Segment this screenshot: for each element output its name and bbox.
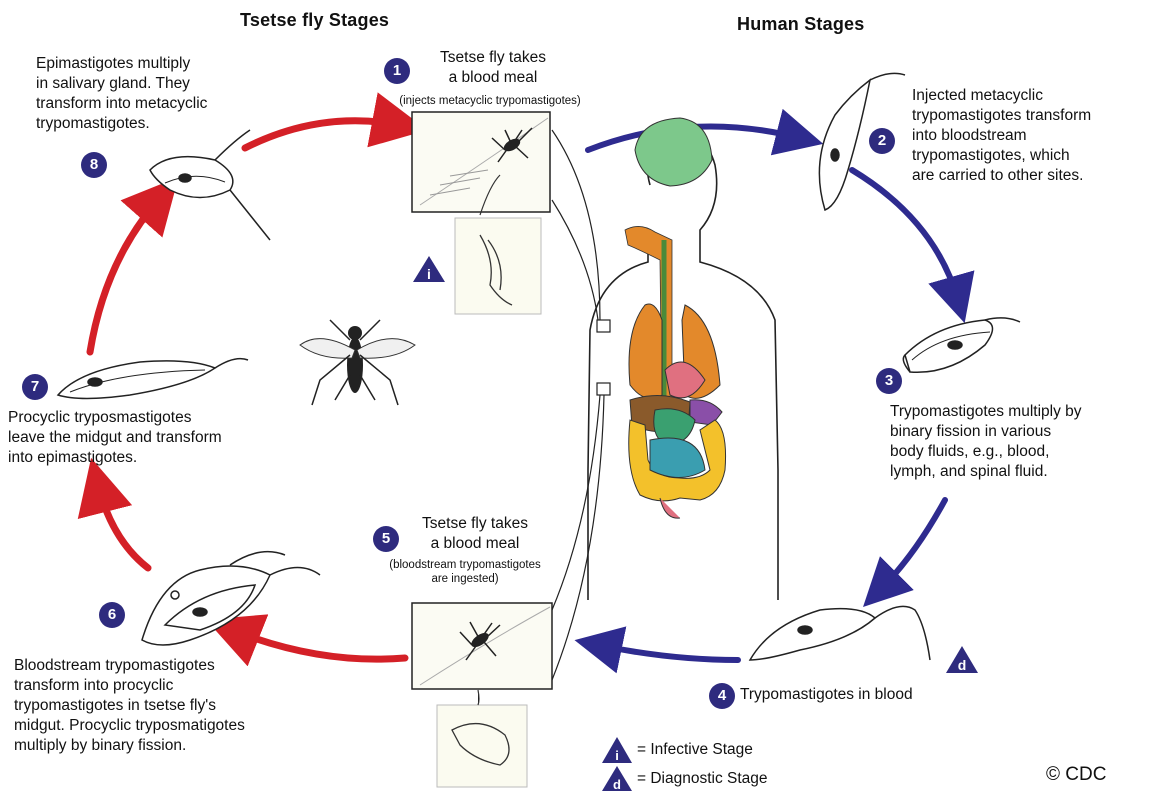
svg-text:i: i xyxy=(427,266,431,282)
diagnostic-stage-marker: d xyxy=(946,646,978,673)
stage-1-badge: 1 xyxy=(384,58,410,84)
fly-bite-inset-top xyxy=(412,112,550,314)
legend-diagnostic-label: = Diagnostic Stage xyxy=(637,769,768,789)
legend-diagnostic-icon: d xyxy=(602,766,632,791)
human-body-illustration xyxy=(588,118,778,600)
parasite-stage-7 xyxy=(58,359,248,399)
legend-infective-icon: i xyxy=(602,737,632,763)
stage-8-badge: 8 xyxy=(81,152,107,178)
arrow-5-to-6 xyxy=(232,630,405,659)
arrow-6-to-7 xyxy=(98,485,148,568)
parasite-stage-4 xyxy=(750,606,930,660)
stage-3-badge: 3 xyxy=(876,368,902,394)
connector-lines xyxy=(552,130,604,680)
tsetse-stages-header: Tsetse fly Stages xyxy=(240,10,389,31)
arrow-7-to-8 xyxy=(90,198,160,352)
tsetse-fly-illustration xyxy=(300,320,415,405)
legend-infective-label: = Infective Stage xyxy=(637,740,753,760)
stage-7-badge: 7 xyxy=(22,374,48,400)
stage-6-badge: 6 xyxy=(99,602,125,628)
stage-4-text: Trypomastigotes in blood xyxy=(740,685,980,705)
stage-1-note: (injects metacyclic trypomastigotes) xyxy=(350,94,630,108)
copyright-text: © CDC xyxy=(1046,764,1106,786)
parasite-stage-3 xyxy=(903,318,1020,372)
arrow-2-to-3 xyxy=(852,170,958,300)
stage-5-badge: 5 xyxy=(373,526,399,552)
stage-4-badge: 4 xyxy=(709,683,735,709)
stage-2-badge: 2 xyxy=(869,128,895,154)
infective-stage-marker: i xyxy=(413,256,445,282)
svg-text:d: d xyxy=(958,657,967,673)
arrow-8-to-1 xyxy=(245,121,400,148)
fly-bite-inset-bottom xyxy=(412,603,552,787)
arrow-3-to-4 xyxy=(880,500,945,590)
svg-text:d: d xyxy=(613,777,621,791)
arrow-4-to-5 xyxy=(598,645,738,660)
human-stages-header: Human Stages xyxy=(737,14,864,35)
svg-text:i: i xyxy=(615,748,619,763)
